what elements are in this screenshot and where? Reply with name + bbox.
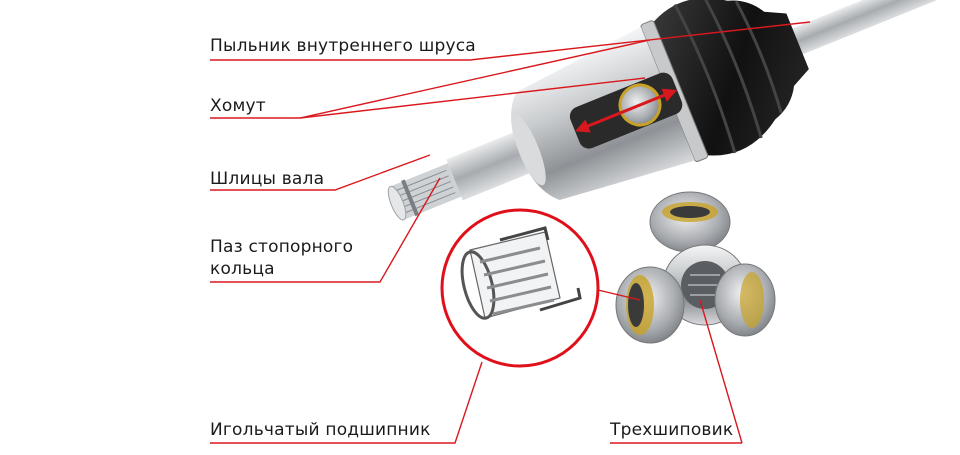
leader-boot [210, 21, 811, 61]
outer-shaft [775, 0, 960, 60]
housing-neck [446, 129, 537, 201]
drive-shaft-assembly [387, 0, 960, 221]
spline-stub [387, 163, 462, 221]
label-clamp: Хомут [210, 96, 266, 116]
leader-tripod-3 [699, 299, 743, 444]
needle-bearing-detail [440, 208, 600, 368]
leader-clamp-2 [299, 77, 646, 119]
label-groove: Паз стопорного кольца [210, 237, 354, 279]
tripod-detail [615, 191, 776, 344]
label-splines: Шлицы вала [210, 169, 325, 189]
leader-needle [210, 361, 483, 444]
leader-groove [210, 177, 441, 283]
label-needle-bearing: Игольчатый подшипник [210, 420, 431, 440]
label-tripod: Трехшиповик [610, 420, 734, 440]
label-boot: Пыльник внутреннего шруса [210, 36, 476, 56]
leader-lines [210, 21, 811, 283]
leader-tripod-1 [597, 289, 641, 301]
leader-splines [210, 154, 431, 191]
